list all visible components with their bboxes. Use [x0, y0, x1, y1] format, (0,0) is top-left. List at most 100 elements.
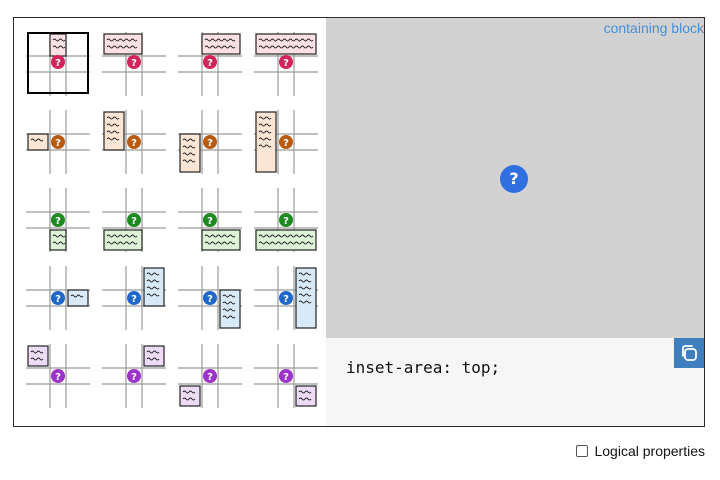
text-squiggle	[298, 293, 312, 297]
text-squiggle	[106, 137, 120, 141]
top-left-corner-option[interactable]: ?	[26, 344, 90, 408]
inset-area-thumbnail: ?	[102, 32, 166, 96]
anchor-marker	[51, 55, 65, 69]
positioned-box	[201, 33, 241, 55]
text-squiggle	[106, 234, 138, 238]
top-right-option[interactable]: ?	[178, 32, 242, 96]
text-squiggle	[258, 144, 272, 148]
text-squiggle	[52, 45, 66, 49]
text-squiggle	[204, 241, 236, 245]
text-squiggle	[258, 234, 314, 238]
positioned-box	[27, 133, 49, 151]
anchor-marker-symbol: ?	[207, 58, 213, 69]
text-squiggle	[258, 123, 272, 127]
text-squiggle	[30, 357, 44, 361]
inset-area-thumbnail: ?	[26, 266, 90, 330]
text-squiggle	[146, 286, 160, 290]
positioned-box	[255, 111, 277, 173]
anchor-marker	[279, 55, 293, 69]
bottom-left-corner-option[interactable]: ?	[178, 344, 242, 408]
anchor-marker-symbol: ?	[131, 138, 137, 149]
containing-block-label: containing block	[603, 20, 704, 36]
anchor-marker	[203, 291, 217, 305]
text-squiggle	[30, 138, 44, 142]
inset-area-thumbnail: ?	[102, 266, 166, 330]
anchor-marker	[127, 213, 141, 227]
top-right-corner-option[interactable]: ?	[102, 344, 166, 408]
text-squiggle	[298, 390, 312, 394]
left-center-option[interactable]: ?	[26, 110, 90, 174]
top-span-all-option[interactable]: ?	[254, 32, 318, 96]
code-panel: inset-area: top;	[326, 338, 704, 426]
top-left-option[interactable]: ?	[26, 32, 90, 96]
anchor-marker	[279, 135, 293, 149]
inset-area-thumbnail: ?	[26, 344, 90, 408]
text-squiggle	[258, 130, 272, 134]
bottom-center-option[interactable]: ?	[26, 188, 90, 252]
copy-icon	[682, 345, 697, 361]
text-squiggle	[182, 397, 196, 401]
positioned-box	[295, 385, 317, 407]
right-span-all-option[interactable]: ?	[254, 266, 318, 330]
top-center-option[interactable]: ?	[102, 32, 166, 96]
anchor-element: ?	[500, 165, 528, 193]
text-squiggle	[52, 234, 66, 238]
anchor-marker	[203, 213, 217, 227]
anchor-marker	[51, 291, 65, 305]
text-squiggle	[146, 272, 160, 276]
anchor-marker	[279, 291, 293, 305]
copy-button[interactable]	[674, 338, 704, 368]
right-span-top-option[interactable]: ?	[102, 266, 166, 330]
text-squiggle	[258, 137, 272, 141]
anchor-marker	[127, 135, 141, 149]
text-squiggle	[298, 279, 312, 283]
text-squiggle	[204, 38, 236, 42]
text-squiggle	[204, 45, 236, 49]
bottom-span-left-option[interactable]: ?	[102, 188, 166, 252]
anchor-marker	[127, 55, 141, 69]
text-squiggle	[298, 286, 312, 290]
anchor-marker-symbol: ?	[283, 138, 289, 149]
anchor-marker-symbol: ?	[55, 294, 61, 305]
text-squiggle	[182, 138, 196, 142]
inset-area-thumbnail: ?	[102, 188, 166, 252]
text-squiggle	[52, 241, 66, 245]
anchor-marker	[51, 369, 65, 383]
positioned-box	[49, 33, 67, 57]
anchor-marker-symbol: ?	[131, 58, 137, 69]
inset-area-thumbnail: ?	[26, 188, 90, 252]
inset-area-thumbnail: ?	[178, 32, 242, 96]
text-squiggle	[182, 145, 196, 149]
positioned-box	[103, 33, 143, 55]
text-squiggle	[106, 116, 120, 120]
right-center-option[interactable]: ?	[26, 266, 90, 330]
text-squiggle	[222, 301, 236, 305]
bottom-span-right-option[interactable]: ?	[178, 188, 242, 252]
positioned-box	[27, 345, 49, 367]
positioned-box	[49, 229, 67, 251]
text-squiggle	[106, 241, 138, 245]
text-squiggle	[222, 294, 236, 298]
text-squiggle	[298, 300, 312, 304]
inset-area-thumbnail: ?	[178, 266, 242, 330]
logical-properties-toggle[interactable]: Logical properties	[576, 443, 705, 459]
bottom-right-corner-option[interactable]: ?	[254, 344, 318, 408]
logical-properties-label: Logical properties	[594, 443, 705, 459]
left-span-bottom-option[interactable]: ?	[178, 110, 242, 174]
positioned-box	[295, 267, 317, 329]
anchor-marker-symbol: ?	[55, 216, 61, 227]
logical-properties-checkbox[interactable]	[576, 445, 589, 457]
left-span-all-option[interactable]: ?	[254, 110, 318, 174]
anchor-marker	[279, 213, 293, 227]
anchor-marker	[51, 213, 65, 227]
inset-area-thumbnail: ?	[254, 110, 318, 174]
text-squiggle	[106, 45, 138, 49]
positioned-box	[143, 345, 165, 367]
inset-area-thumbnail: ?	[26, 110, 90, 174]
right-span-bottom-option[interactable]: ?	[178, 266, 242, 330]
bottom-span-all-option[interactable]: ?	[254, 188, 318, 252]
text-squiggle	[106, 130, 120, 134]
left-span-top-option[interactable]: ?	[102, 110, 166, 174]
text-squiggle	[106, 38, 138, 42]
inset-area-thumbnail: ?	[254, 32, 318, 96]
